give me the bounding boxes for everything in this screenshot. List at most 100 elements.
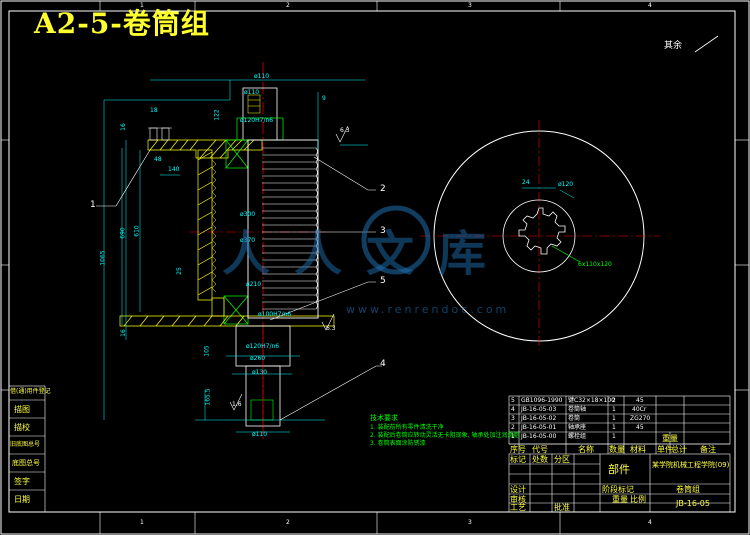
parts-row-name: 卷筒 (568, 415, 581, 422)
dim-w122: 122 (213, 109, 221, 121)
dim-fit-top: ø120H7/n6 (240, 117, 274, 124)
parts-row-code: JB-16-05-01 (521, 424, 557, 431)
scale-row: 阶段标记 (602, 485, 634, 494)
lower-bearing (223, 295, 249, 325)
dim-d370: ø370 (240, 237, 256, 244)
parts-row-code: GB1096-1990 (521, 397, 563, 404)
dim-d260: ø260 (250, 355, 266, 362)
parts-row-code: JB-16-05-03 (521, 406, 557, 413)
roughness-marks (229, 125, 349, 411)
drawing-name: 卷筒组 (676, 485, 700, 494)
left-stack-label: 旧底图总号 (10, 441, 41, 448)
balloon-2: 2 (380, 184, 386, 194)
parts-row-name: 轴承座 (568, 424, 587, 431)
sign-row: 设计 (510, 485, 526, 494)
spline-dim-24-label: 24 (522, 179, 530, 186)
dim-h25: 25 (175, 267, 183, 275)
scale-row: 比例 (630, 495, 646, 504)
parts-row-no: 1 (511, 433, 515, 440)
dim-w140: 140 (168, 166, 180, 173)
dim-fit-bottom: ø100H7/n6 (258, 311, 292, 318)
balloon-5: 5 (380, 276, 386, 286)
side-label: 标记 (510, 455, 526, 464)
parts-row-code: JB-16-05-00 (521, 433, 557, 440)
frame-number: 2 (286, 2, 290, 9)
dim-w18: 18 (150, 107, 158, 114)
drawing-title: A2-5-卷筒组 (34, 7, 210, 40)
balloon-1: 1 (90, 200, 96, 210)
balloon-3: 3 (380, 226, 386, 236)
roughness-value: 1.6 (232, 401, 242, 408)
upper-bearing (225, 139, 249, 169)
dim-d130: ø130 (252, 369, 268, 376)
part-type: 部件 (608, 463, 630, 476)
parts-row-qty: 1 (612, 433, 616, 440)
top-bolts (148, 127, 172, 141)
rope-grooves (262, 147, 318, 310)
spline-dim-120-label: ø120 (558, 181, 574, 188)
side-label: 分区 (554, 455, 570, 464)
parts-row-qty: 1 (612, 424, 616, 431)
left-stack-label: 借(通)用件登记 (10, 388, 51, 395)
drum-flange-section (197, 149, 213, 301)
tech-req-title: 技术要求 (370, 414, 398, 422)
left-stack-label: 日期 (14, 495, 30, 504)
inner-border (8, 10, 736, 513)
drawing-number: JB-16-05 (676, 499, 710, 508)
spline-dim-120 (559, 189, 575, 199)
bottom-flange-section (119, 297, 335, 327)
parts-row-mat: 40Cr (632, 406, 647, 413)
left-stack-label: 签字 (14, 477, 30, 486)
spline-profile (518, 207, 566, 255)
left-stack-label: 描校 (14, 423, 30, 432)
drum-body (247, 139, 319, 319)
parts-row-no: 3 (511, 415, 515, 422)
frame-number: 3 (468, 519, 472, 526)
frame-number: 4 (648, 519, 652, 526)
watermark-text: 人人文库 (222, 226, 511, 282)
scale-row: 重量 (612, 495, 628, 504)
side-label: 处数 (532, 455, 548, 464)
dim-d210: ø210 (246, 281, 262, 288)
parts-header-code: 代号 (532, 445, 548, 454)
tech-req-line: 2. 装配后卷筒应转动灵活无卡阻现象, 轴承处加注润滑脂 (370, 432, 520, 439)
dim-w48: 48 (154, 156, 162, 163)
left-stack-label: 描图 (14, 405, 30, 414)
dim-fit-shaft: ø120H7/n6 (246, 343, 280, 350)
top-keyway (247, 94, 261, 114)
parts-row-no: 2 (511, 424, 515, 431)
parts-header-qty: 数量 (609, 445, 625, 454)
parts-header-no: 序号 (510, 445, 526, 454)
spline-leader (551, 245, 581, 263)
balloon-4: 4 (380, 359, 386, 369)
parts-header-remark: 备注 (700, 445, 716, 454)
frame-number: 3 (468, 2, 472, 9)
dim-w9: 9 (322, 95, 326, 102)
tech-req-line: 1. 装配前所有零件清洗干净 (370, 424, 444, 431)
watermark (361, 205, 431, 275)
parts-row-mat: 45 (636, 424, 644, 431)
drum-inner-wall (211, 159, 217, 293)
parts-row-qty: 1 (612, 415, 616, 422)
frame-number: 4 (648, 2, 652, 9)
parts-header-material: 材料 (630, 445, 646, 454)
roughness-value: 6.3 (340, 127, 350, 134)
corner-mark (694, 35, 719, 53)
parts-row-qty: 1 (612, 406, 616, 413)
sign-row: 批准 (554, 503, 570, 512)
dim-d300: ø300 (240, 211, 256, 218)
parts-header-weight: 重量 (662, 434, 678, 443)
dim-h165: 165.5 (204, 388, 212, 406)
parts-header-total: 总计 (671, 445, 687, 454)
title-block-grid (508, 453, 731, 513)
dim-d110-bottom: ø110 (252, 431, 268, 438)
bottom-keyway (250, 399, 274, 421)
left-stack-label: 底图总号 (12, 459, 40, 467)
top-flange-section (147, 139, 263, 159)
school-name: 某学院机械工程学院(09) (652, 461, 730, 469)
roughness-note: 其余 (664, 41, 683, 51)
dim-d110-top-2: ø110 (244, 89, 260, 96)
